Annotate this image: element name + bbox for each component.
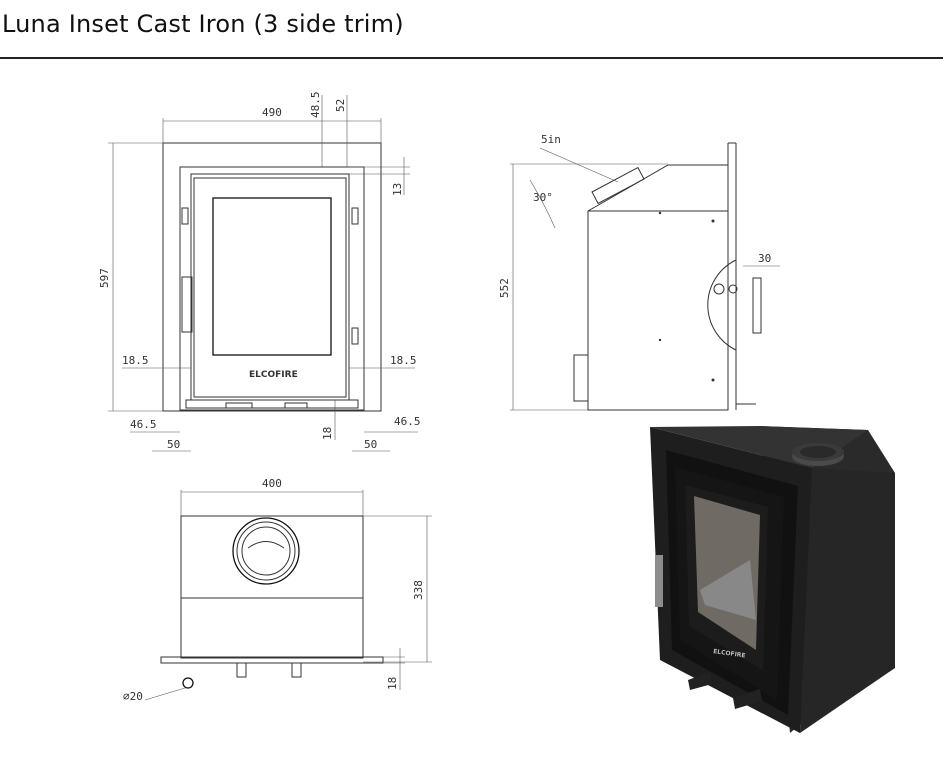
front-view: ELCOFIRE 490 48.5 52 13 597 18.5 18.5 18… [98, 92, 421, 452]
dim-left-50: 50 [167, 438, 180, 451]
dim-right-46-5: 46.5 [394, 415, 421, 428]
front-outer-trim [162, 142, 382, 412]
front-handle [181, 276, 193, 333]
side-view: 552 30° 5in 30 [498, 133, 780, 411]
dim-400: 400 [262, 477, 282, 490]
dim-13: 13 [391, 183, 404, 196]
render-handle [655, 555, 663, 607]
dim-52: 52 [334, 99, 347, 112]
label-5in: 5in [541, 133, 561, 146]
render-logo: ELCOFIRE [713, 648, 746, 659]
render-side-panel [800, 468, 895, 733]
dim-leg-20: ∅20 [123, 690, 143, 703]
dim-30-degrees: 30° [533, 191, 553, 204]
side-body [587, 164, 729, 411]
dim-338: 338 [412, 580, 425, 600]
top-view: 400 338 18 ∅20 [123, 477, 432, 703]
front-door-frame [190, 173, 350, 401]
dim-30: 30 [758, 252, 771, 265]
hinge-pin [713, 283, 725, 295]
dim-left-18-5: 18.5 [122, 354, 149, 367]
dim-18: 18 [321, 427, 334, 440]
top-flue-outer [232, 517, 300, 585]
top-body [180, 515, 364, 659]
flue-collar [591, 166, 645, 205]
title-divider [0, 57, 943, 59]
side-handle [752, 277, 762, 334]
front-glass [212, 197, 332, 356]
dim-597: 597 [98, 268, 111, 288]
stove-render: ELCOFIRE [650, 426, 895, 733]
dim-right-50: 50 [364, 438, 377, 451]
dim-552: 552 [498, 278, 511, 298]
front-inner-frame [179, 166, 365, 411]
front-logo: ELCOFIRE [249, 370, 298, 380]
dim-left-46-5: 46.5 [130, 418, 157, 431]
dim-right-18-5: 18.5 [390, 354, 417, 367]
leg-circle [182, 677, 194, 689]
top-flue-inner [241, 526, 291, 576]
page-title: Luna Inset Cast Iron (3 side trim) [2, 10, 404, 38]
dim-48-5: 48.5 [309, 92, 322, 119]
dim-width: 490 [262, 106, 282, 119]
top-trim-strip [160, 656, 384, 664]
dim-18-top: 18 [386, 677, 399, 690]
